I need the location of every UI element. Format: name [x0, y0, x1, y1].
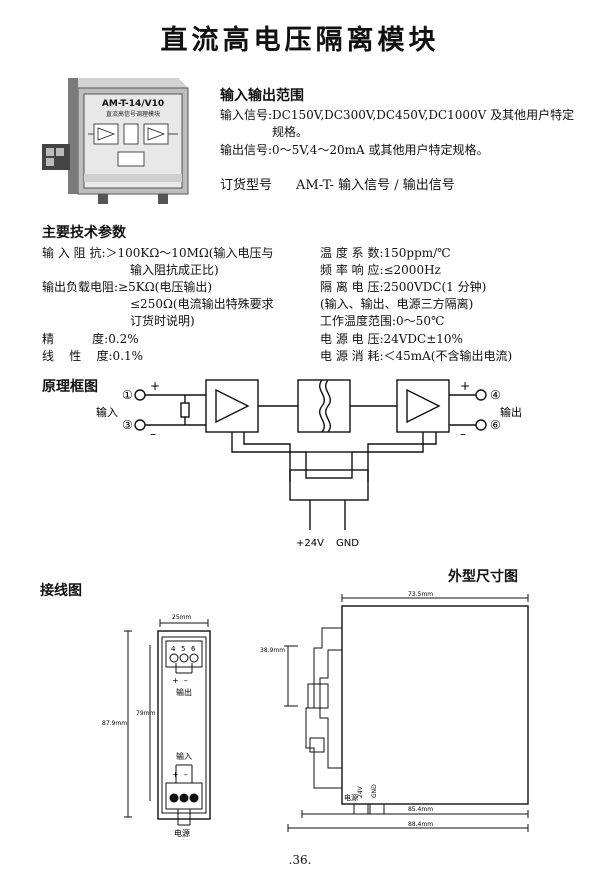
- output-signal-line: 输出信号:0～5V,4～20mA 或其他用户特定规格。: [220, 143, 489, 157]
- input-plus: +: [150, 379, 160, 393]
- outline-gnd: GND: [371, 784, 378, 798]
- outline-dim-top: 73.5mm: [408, 591, 433, 598]
- order-value: AM-T- 输入信号 / 输出信号: [296, 178, 455, 193]
- power-gnd-label: GND: [336, 538, 359, 549]
- spec-right-4: 工作温度范围:0～50℃: [320, 314, 445, 328]
- order-label: 订货型号: [220, 178, 273, 193]
- photo-model-label: AM-T-14/V10: [102, 99, 164, 109]
- wiring-height-outer: 87.9mm: [102, 720, 127, 727]
- pin4-label: ④: [490, 388, 501, 402]
- wiring-heading: 接线图: [40, 583, 82, 599]
- outline-dim-bottom: 88.4mm: [408, 821, 433, 828]
- spec-left-0: 输 入 阻 抗:＞100KΩ～10MΩ(输入电压与: [42, 246, 274, 260]
- wiring-power-label: 电源: [174, 828, 190, 838]
- outline-diagram: 73.5mm 38.9mm 85.4mm 88.4mm 电源 24V GND: [260, 591, 529, 832]
- page-title: 直流高电压隔离模块: [160, 25, 440, 56]
- spec-right-0: 温 度 系 数:150ppm/℃: [320, 246, 451, 260]
- wiring-top-signs: + –: [172, 676, 188, 685]
- wiring-bottom-signs: + –: [172, 770, 188, 779]
- output-plus: +: [460, 379, 470, 393]
- wiring-height-inner: 79mm: [136, 710, 155, 717]
- block-input-label: 输入: [96, 405, 118, 419]
- spec-right-5: 电 源 电 压:24VDC±10%: [320, 332, 463, 346]
- wiring-pin-5: 5: [181, 645, 185, 653]
- spec-left-3: ≤250Ω(电流输出特殊要求: [130, 297, 274, 311]
- pin3-label: ③: [122, 418, 133, 432]
- outline-dim-mid: 85.4mm: [408, 806, 433, 813]
- block-diagram: ① ③ + – 输入 ④ ⑥ + – 输出 +24V GND: [96, 379, 522, 549]
- product-photo: AM-T-14/V10 直流高信号调理模块: [38, 74, 196, 210]
- pin6-label: ⑥: [490, 418, 501, 432]
- block-output-label: 输出: [500, 405, 522, 419]
- spec-left-2: 输出负载电阻:≥5KΩ(电压输出): [42, 280, 213, 294]
- wiring-width-dim: 25mm: [172, 614, 191, 621]
- specs-heading: 主要技术参数: [42, 225, 126, 241]
- spec-left-4: 订货时说明): [130, 314, 195, 328]
- output-minus: –: [460, 427, 466, 441]
- spec-right-3: (输入、输出、电源三方隔离): [320, 297, 474, 311]
- wiring-input-label: 输入: [176, 751, 192, 761]
- spec-left-6: 线 性 度:0.1%: [42, 349, 144, 363]
- spec-right-1: 频 率 响 应:≤2000Hz: [320, 263, 441, 277]
- outline-heading: 外型尺寸图: [448, 569, 518, 585]
- spec-right-2: 隔 离 电 压:2500VDC(1 分钟): [320, 280, 487, 294]
- page-number: .36.: [288, 853, 312, 867]
- input-minus: –: [150, 427, 156, 441]
- outline-dim-side: 38.9mm: [260, 647, 285, 654]
- input-signal-line2: 规格。: [272, 125, 309, 139]
- wiring-output-label: 输出: [176, 687, 192, 697]
- wiring-pin-4: 4: [171, 645, 176, 653]
- photo-subtitle: 直流高信号调理模块: [106, 110, 160, 118]
- wiring-pin-6: 6: [191, 645, 196, 653]
- outline-24v: 24V: [357, 785, 364, 798]
- input-signal-line1: 输入信号:DC150V,DC300V,DC450V,DC1000V 及其他用户特…: [220, 108, 575, 122]
- wiring-diagram: 25mm 87.9mm 79mm 4 5 6 + – 输出 输入 + – 电源: [102, 614, 211, 838]
- outline-power-label: 电源: [344, 793, 358, 802]
- io-range-heading: 输入输出范围: [220, 88, 304, 104]
- block-diagram-heading: 原理框图: [42, 379, 98, 395]
- pin1-label: ①: [122, 388, 133, 402]
- spec-right-6: 电 源 消 耗:＜45mA(不含输出电流): [320, 349, 513, 363]
- spec-left-1: 输入阻抗成正比): [130, 263, 219, 277]
- power-plus-label: +24V: [296, 538, 324, 549]
- spec-left-5: 精 度:0.2%: [42, 332, 139, 346]
